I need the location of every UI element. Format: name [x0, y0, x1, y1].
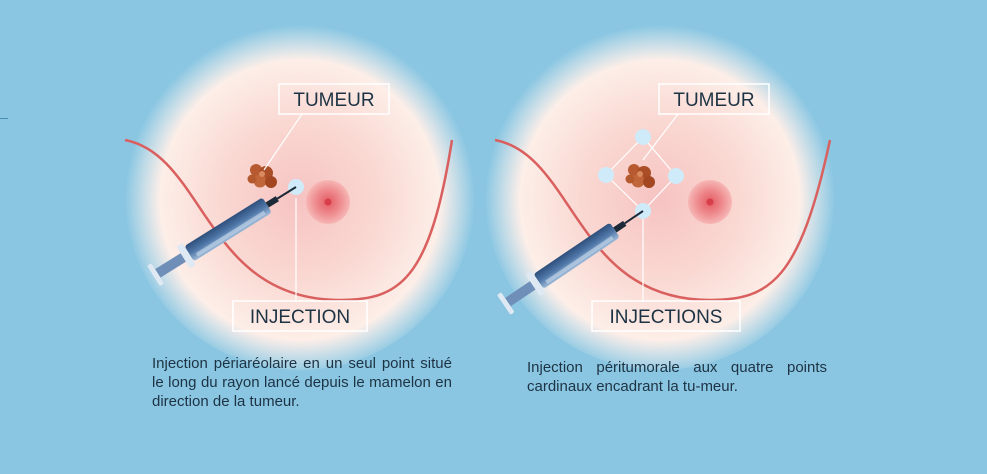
- injection-point-east: [668, 168, 684, 184]
- svg-text:INJECTIONS: INJECTIONS: [610, 307, 723, 328]
- right-caption: Injection péritumorale aux quatre points…: [527, 358, 827, 396]
- nipple-icon: [306, 180, 350, 224]
- svg-text:TUMEUR: TUMEUR: [293, 90, 374, 111]
- nipple-icon: [688, 180, 732, 224]
- svg-text:INJECTION: INJECTION: [250, 307, 350, 328]
- injection-point-west: [598, 167, 614, 183]
- injection-point-north: [635, 129, 651, 145]
- svg-text:TUMEUR: TUMEUR: [673, 90, 754, 111]
- left-diagram: TUMEUR INJECTION: [125, 20, 475, 370]
- left-caption: Injection périaréolaire en un seul point…: [152, 354, 452, 411]
- right-diagram: TUMEUR INJECTIONS: [485, 20, 835, 370]
